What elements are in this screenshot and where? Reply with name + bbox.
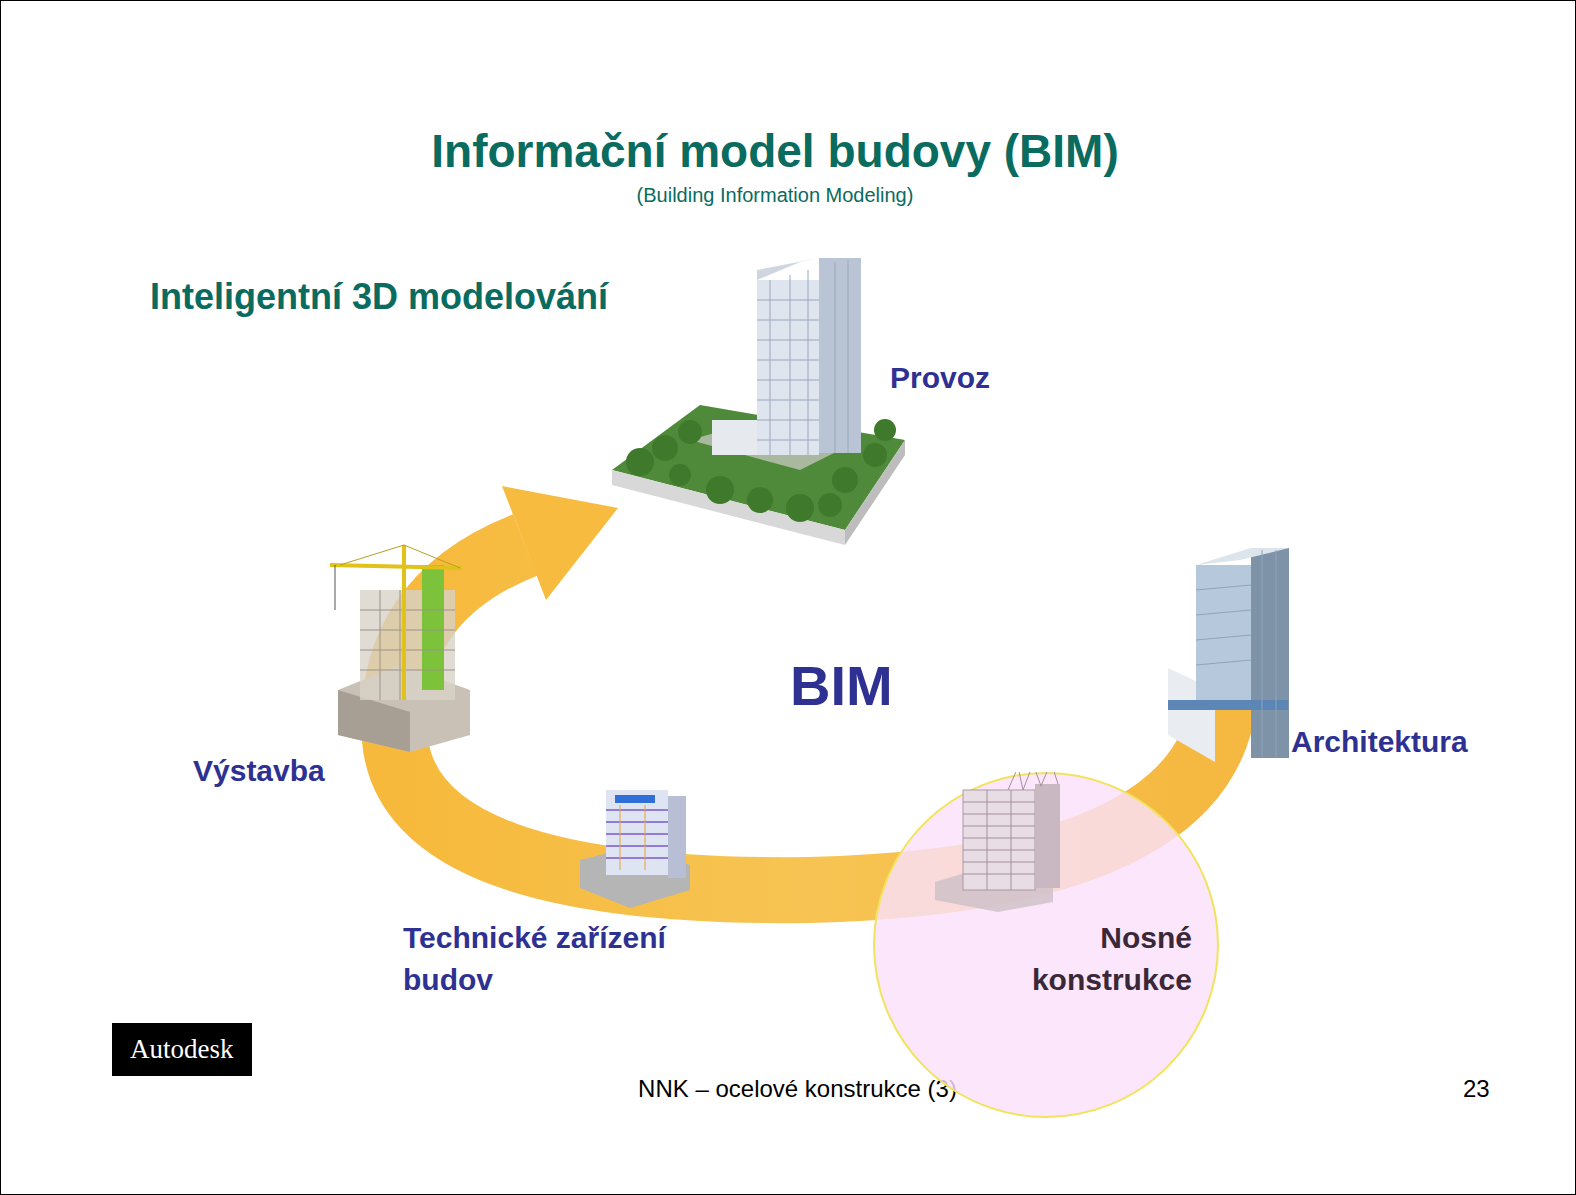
stage-label: Výstavba (193, 753, 325, 789)
node-text: Autodesk (130, 1034, 234, 1065)
architecture-building (1168, 548, 1289, 762)
stage-label: Provoz (890, 360, 990, 396)
footer-text: NNK – ocelové konstrukce (3) (0, 1075, 1576, 1104)
node-text: Nosné konstrukce (987, 917, 1192, 1001)
logo-box: Autodesk (112, 1023, 252, 1076)
section-heading: Inteligentní 3D modelování (150, 275, 608, 318)
cycle-arrowhead (502, 486, 618, 600)
page-number: 23 (1463, 1075, 1490, 1104)
highlight-circle: Nosné konstrukce (873, 772, 1219, 1118)
stage-label: Architektura (1291, 724, 1468, 760)
center-label: BIM (790, 652, 893, 719)
diagram-title: Informační model budovy (BIM) (0, 124, 1550, 179)
construction-building (330, 545, 470, 752)
subtitle: (Building Information Modeling) (0, 183, 1550, 207)
services-building (580, 790, 690, 908)
stage-label: Technické zařízení budov (403, 917, 678, 1001)
operation-building (612, 258, 905, 545)
